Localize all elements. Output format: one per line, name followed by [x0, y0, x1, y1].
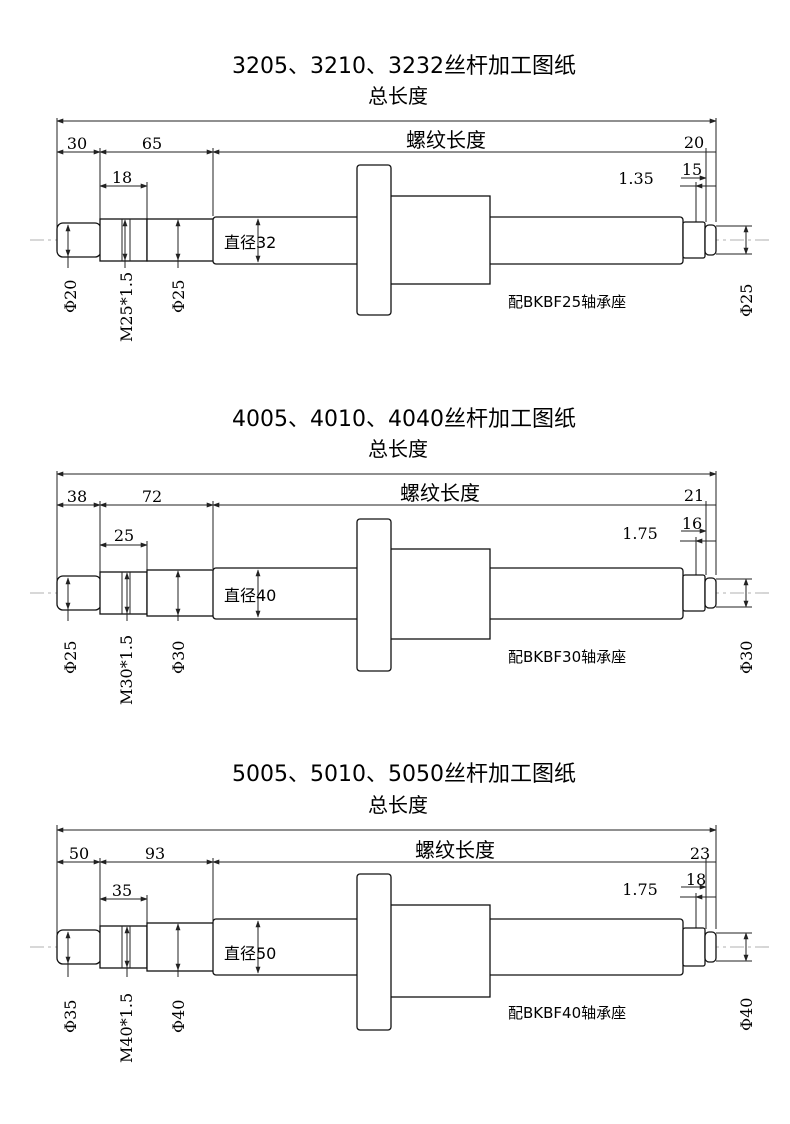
diameter-callouts: [65, 920, 752, 977]
phi-a-label: Φ35: [61, 1000, 80, 1033]
dim-groove: 1.75: [622, 880, 658, 899]
drawing-1: 3205、3210、3232丝杆加工图纸 总长度 30 65 18 螺纹长度: [30, 54, 770, 342]
ball-screw-shaft: [30, 518, 770, 672]
dim-left-1: 38: [67, 487, 87, 506]
dim-left-inner: 25: [114, 526, 134, 545]
phi-b-label: Φ40: [169, 1000, 188, 1033]
bearing-note: 配BKBF30轴承座: [508, 648, 626, 666]
total-length-dimension: [56, 118, 717, 232]
phi-a-label: Φ25: [61, 641, 80, 674]
dim-right-2: 15: [682, 160, 702, 179]
thread-length-label: 螺纹长度: [415, 838, 495, 862]
dim-left-2: 72: [142, 487, 162, 506]
phi-right-label: Φ40: [737, 998, 756, 1031]
phi-b-label: Φ30: [169, 641, 188, 674]
dim-right-1: 21: [684, 486, 704, 505]
phi-b-label: Φ25: [169, 280, 188, 313]
left-dimensions: [56, 501, 706, 575]
ball-screw-shaft: [30, 164, 770, 316]
dim-left-inner: 18: [112, 168, 132, 187]
phi-a-label: Φ20: [61, 280, 80, 313]
total-length-label: 总长度: [368, 437, 428, 461]
diameter-callouts: [65, 218, 752, 268]
right-dimensions: [679, 858, 716, 929]
dim-groove: 1.35: [618, 169, 654, 188]
thread-spec-label: M25*1.5: [117, 272, 136, 342]
drawing-3: 5005、5010、5050丝杆加工图纸 总长度 50 93 35 螺纹长度: [30, 762, 770, 1063]
dim-left-2: 93: [145, 844, 165, 863]
dim-right-1: 20: [684, 133, 704, 152]
dim-left-1: 30: [67, 134, 87, 153]
diameter-callouts: [65, 569, 752, 621]
phi-right-label: Φ25: [737, 284, 756, 317]
thread-length-label: 螺纹长度: [406, 128, 486, 152]
dim-right-1: 23: [690, 844, 710, 863]
dim-right-2: 16: [682, 514, 702, 533]
right-dimensions: [679, 501, 716, 575]
total-length-label: 总长度: [368, 84, 428, 108]
dim-left-1: 50: [69, 844, 89, 863]
thread-spec-label: M30*1.5: [117, 635, 136, 705]
thread-length-label: 螺纹长度: [400, 481, 480, 505]
total-length-dimension: [56, 825, 717, 939]
drawing-title: 3205、3210、3232丝杆加工图纸: [232, 54, 576, 79]
right-dimensions: [679, 148, 716, 222]
shaft-diameter-label: 直径40: [224, 586, 276, 605]
dim-left-2: 65: [142, 134, 162, 153]
bearing-note: 配BKBF25轴承座: [508, 293, 626, 311]
dim-right-2: 18: [686, 870, 706, 889]
dim-left-inner: 35: [112, 881, 132, 900]
bearing-note: 配BKBF40轴承座: [508, 1004, 626, 1022]
ball-screw-shaft: [30, 873, 770, 1031]
total-length-label: 总长度: [368, 793, 428, 817]
drawing-title: 5005、5010、5050丝杆加工图纸: [232, 762, 576, 787]
left-dimensions: [56, 148, 706, 222]
dim-groove: 1.75: [622, 524, 658, 543]
total-length-dimension: [56, 471, 717, 585]
drawing-title: 4005、4010、4040丝杆加工图纸: [232, 407, 576, 432]
thread-spec-label: M40*1.5: [117, 993, 136, 1063]
phi-right-label: Φ30: [737, 641, 756, 674]
shaft-diameter-label: 直径50: [224, 944, 276, 963]
shaft-diameter-label: 直径32: [224, 233, 276, 252]
drawing-2: 4005、4010、4040丝杆加工图纸 总长度 38 72 25 螺纹长度: [30, 407, 770, 705]
